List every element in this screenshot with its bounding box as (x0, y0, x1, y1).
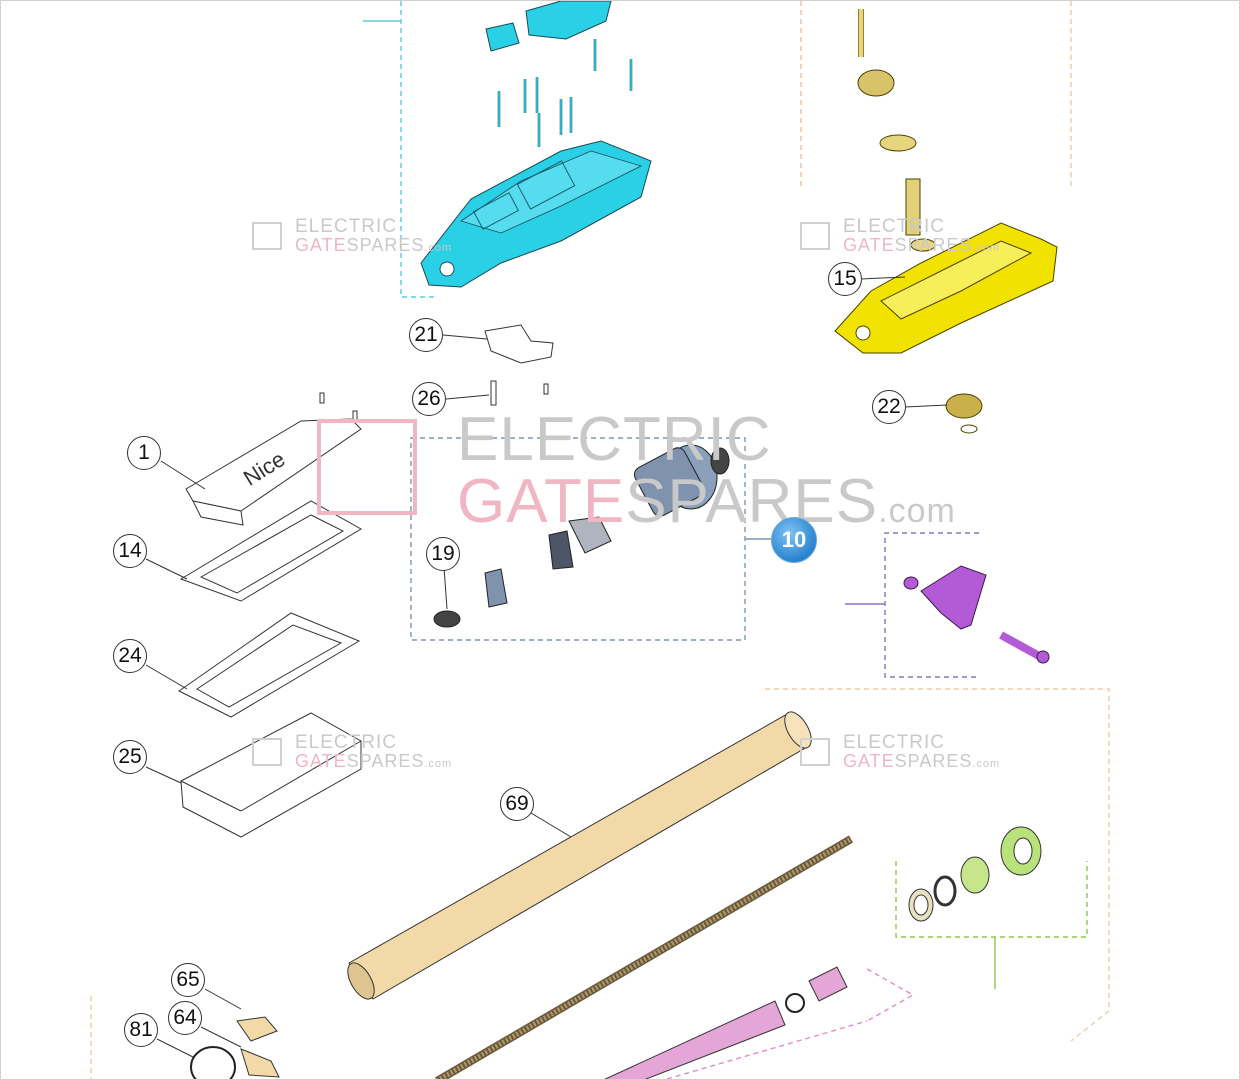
callout-15[interactable]: 15 (828, 262, 862, 296)
watermark-center: ELECTRIC GATESPARES.com (457, 405, 956, 536)
callout-69[interactable]: 69 (500, 787, 534, 821)
cover-plate: Nice (185, 418, 362, 526)
leader-lines (145, 276, 948, 1058)
motor-assembly (433, 444, 730, 628)
callout-65[interactable]: 65 (171, 963, 205, 997)
watermark-icons (252, 222, 830, 766)
base-25 (180, 712, 362, 838)
callout-19[interactable]: 19 (426, 537, 460, 571)
callout-22[interactable]: 22 (872, 390, 906, 424)
callout-24[interactable]: 24 (113, 639, 147, 673)
watermark-top-right: ELECTRIC GATESPARES.com (843, 216, 1001, 255)
gasket-24 (178, 612, 361, 718)
callout-64[interactable]: 64 (168, 1001, 202, 1035)
watermark-top-left: ELECTRIC GATESPARES.com (295, 216, 453, 255)
callout-81[interactable]: 81 (124, 1013, 158, 1047)
gasket-14 (179, 500, 362, 602)
yellow-housing (834, 9, 1058, 434)
callout-25[interactable]: 25 (113, 740, 147, 774)
green-group-frame (895, 861, 1088, 938)
callout-21[interactable]: 21 (409, 318, 443, 352)
bracket-21 (484, 324, 554, 364)
cyan-housing (420, 1, 652, 288)
watermark-bottom-left: ELECTRIC GATESPARES.com (295, 732, 453, 771)
purple-group-frame (884, 532, 979, 678)
bottom-left-parts (190, 1016, 280, 1079)
callout-14[interactable]: 14 (113, 534, 147, 568)
threaded-rod (434, 835, 854, 1079)
pink-group-frame (866, 968, 915, 1022)
orange-group-frame-bottom (765, 688, 1110, 1042)
watermark-bottom-right: ELECTRIC GATESPARES.com (843, 732, 1001, 771)
pink-rod (604, 966, 848, 1079)
callout-1[interactable]: 1 (127, 436, 161, 470)
callout-10[interactable]: 10 (771, 517, 817, 563)
green-parts (908, 826, 1042, 922)
cyan-group-frame (400, 1, 437, 298)
purple-bracket (903, 565, 1050, 664)
callout-26[interactable]: 26 (412, 382, 446, 416)
